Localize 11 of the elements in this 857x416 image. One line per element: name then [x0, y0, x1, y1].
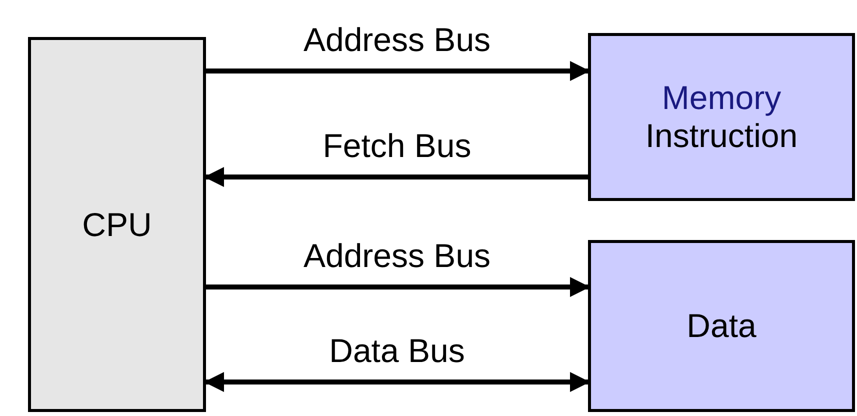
- arrow: [206, 277, 590, 297]
- arrow: [204, 372, 590, 392]
- node-label: CPU: [82, 206, 152, 244]
- cpu-box: [28, 37, 206, 412]
- arrow: [206, 61, 590, 81]
- arrow: [204, 167, 588, 187]
- memory-box: [588, 33, 855, 201]
- node-label: Data: [686, 307, 756, 345]
- node-label: Instruction: [645, 117, 798, 155]
- memory-box: [588, 240, 855, 412]
- node-label: Memory: [662, 79, 782, 117]
